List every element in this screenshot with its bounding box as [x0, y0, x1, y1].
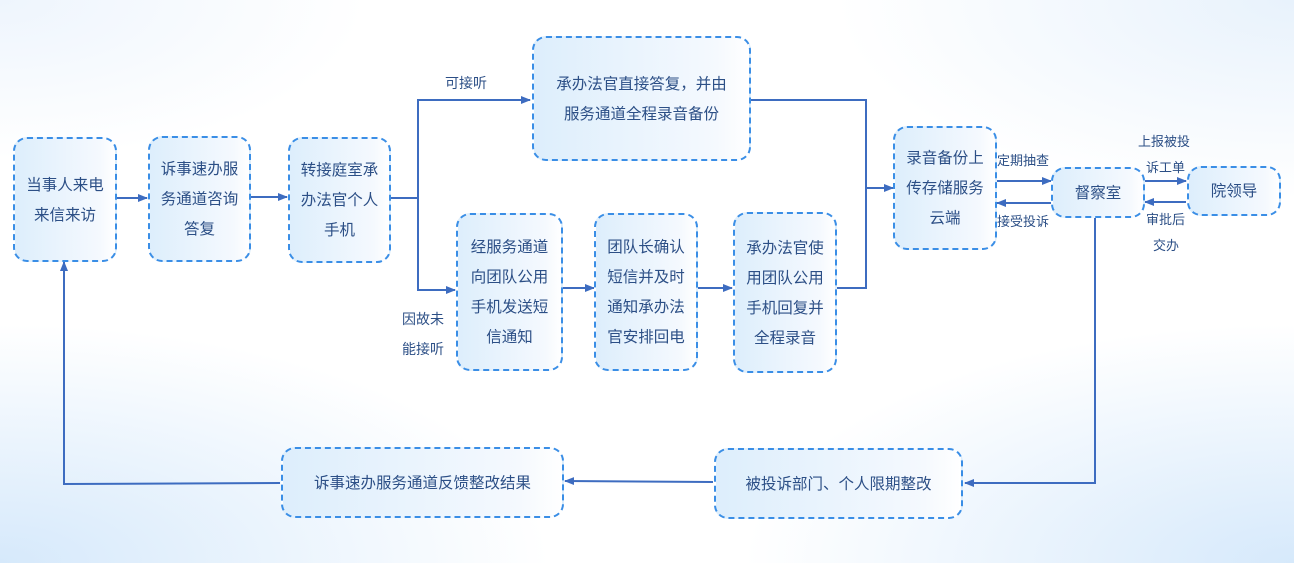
- arrow-feedback-to-visit: [60, 261, 281, 486]
- node-direct-reply-line: 承办法官直接答复，并由: [556, 74, 727, 93]
- node-team-phone-reply-line: 承办法官使: [746, 238, 824, 257]
- label-approve-2: 交办: [1153, 239, 1180, 254]
- node-leader-confirm-line: 团队长确认: [607, 238, 685, 256]
- node-leadership-line: 院领导: [1210, 182, 1258, 200]
- node-supervision: 督察室: [1051, 167, 1145, 218]
- node-sms-notice-line: 向团队公用: [470, 268, 549, 286]
- node-transfer-line: 手机: [323, 221, 355, 239]
- node-transfer: 转接庭室承办法官个人手机: [288, 137, 391, 263]
- node-team-phone-reply-line: 全程录音: [753, 328, 816, 347]
- node-cloud-backup-line: 录音备份上: [906, 149, 984, 167]
- node-visit-line: 当事人来电: [26, 175, 104, 194]
- node-rectify-line: 被投诉部门、个人限期整改: [745, 474, 932, 493]
- label-approve-1: 审批后: [1146, 213, 1186, 228]
- node-direct-reply: 承办法官直接答复，并由服务通道全程录音备份: [532, 36, 751, 161]
- node-direct-reply-line: 服务通道全程录音备份: [563, 104, 719, 123]
- node-consult-line: 务通道咨询: [160, 190, 239, 208]
- node-leadership: 院领导: [1187, 166, 1281, 216]
- node-leader-confirm: 团队长确认短信并及时通知承办法官安排回电: [594, 213, 698, 371]
- label-unanswered-2: 能接听: [402, 342, 444, 358]
- node-sms-notice-line: 信通知: [486, 328, 533, 346]
- label-accept-complaint: 接受投诉: [997, 215, 1050, 230]
- node-transfer-line: 办法官个人: [300, 191, 379, 209]
- node-cloud-backup: 录音备份上传存储服务云端: [893, 126, 997, 250]
- node-cloud-backup-line: 传存储服务: [906, 179, 984, 197]
- label-report-2: 诉工单: [1146, 161, 1186, 176]
- node-leader-confirm-line: 官安排回电: [607, 328, 685, 346]
- label-answerable: 可接听: [445, 76, 487, 92]
- line-direct-to-cloud: [751, 99, 867, 188]
- node-rectify: 被投诉部门、个人限期整改: [714, 448, 963, 519]
- node-consult-line: 答复: [183, 220, 215, 238]
- node-cloud-backup-line: 云端: [929, 209, 961, 227]
- node-visit: 当事人来电来信来访: [13, 137, 117, 262]
- node-visit-line: 来信来访: [33, 205, 96, 224]
- node-sms-notice: 经服务通道向团队公用手机发送短信通知: [456, 213, 563, 371]
- node-team-phone-reply: 承办法官使用团队公用手机回复并全程录音: [733, 212, 837, 373]
- node-supervision-line: 督察室: [1074, 183, 1122, 202]
- label-unanswered-1: 因故未: [402, 312, 444, 328]
- line-reply-to-cloud: [837, 188, 867, 289]
- label-report-1: 上报被投: [1138, 135, 1191, 150]
- node-sms-notice-line: 经服务通道: [470, 238, 549, 256]
- arrow-supervision-to-rectify: [964, 218, 1096, 487]
- node-transfer-line: 转接庭室承: [300, 161, 379, 179]
- node-consult-line: 诉事速办服: [160, 160, 239, 178]
- node-sms-notice-line: 手机发送短: [470, 298, 549, 316]
- node-leader-confirm-line: 通知承办法: [607, 298, 685, 316]
- arrow-rectify-to-feedback: [564, 477, 714, 486]
- node-leader-confirm-line: 短信并及时: [607, 268, 685, 286]
- arrow-unanswered-branch: [417, 198, 456, 294]
- label-spot-check: 定期抽查: [997, 154, 1050, 169]
- line-transfer-branch: [391, 96, 531, 199]
- node-feedback: 诉事速办服务通道反馈整改结果: [281, 447, 564, 518]
- node-feedback-line: 诉事速办服务通道反馈整改结果: [313, 473, 531, 492]
- node-team-phone-reply-line: 用团队公用: [746, 268, 824, 287]
- node-team-phone-reply-line: 手机回复并: [746, 298, 824, 317]
- node-consult: 诉事速办服务通道咨询答复: [148, 136, 251, 262]
